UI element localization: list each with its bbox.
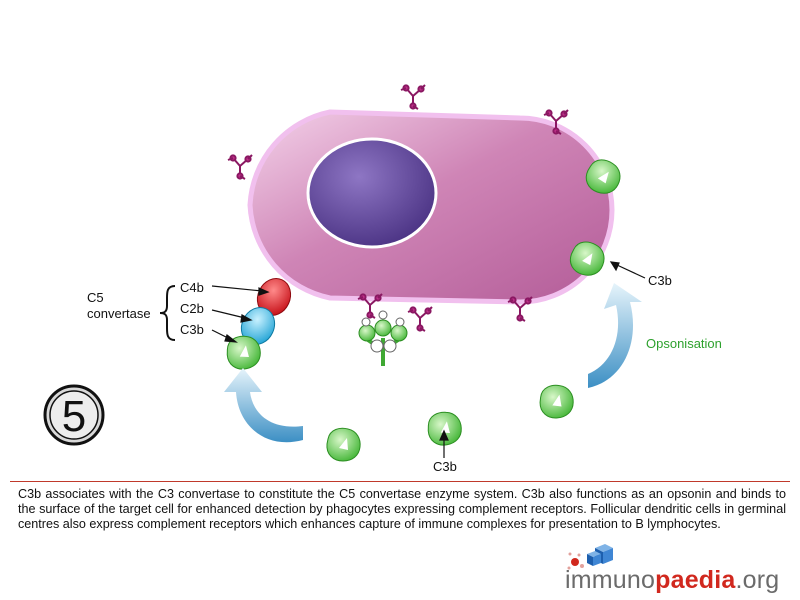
complement-diagram: C4b C2b C3b C5 convertase C3b C3b Opsoni… [43, 84, 722, 474]
arrow-left-curve [224, 368, 303, 443]
label-c4b: C4b [180, 280, 204, 295]
label-c5: C5 [87, 290, 104, 305]
antigen-top [400, 84, 426, 110]
c5-brace [159, 285, 176, 341]
c3b-free-3 [538, 383, 576, 420]
caption-divider [10, 481, 790, 482]
logo-text-immuno: immuno [565, 566, 656, 594]
label-c3b-bottom: C3b [433, 459, 457, 474]
label-convertase: convertase [87, 306, 151, 321]
nucleus [306, 137, 438, 249]
step-number: 5 [62, 392, 86, 441]
label-opsonisation: Opsonisation [646, 336, 722, 351]
c3b-free-2 [424, 409, 465, 449]
logo-text: immunopaedia.org [565, 566, 779, 595]
arrow-right-curve [588, 283, 642, 388]
label-c3b-complex: C3b [180, 322, 204, 337]
complement-receptor [358, 310, 408, 366]
logo-cubes-icon [567, 544, 613, 570]
antigen-bottom-b [407, 306, 433, 332]
label-c2b: C2b [180, 301, 204, 316]
c3b-free-1 [326, 427, 361, 462]
caption-text: C3b associates with the C3 convertase to… [18, 487, 786, 531]
immunopaedia-logo: immunopaedia.org [565, 540, 790, 600]
antigen-left [227, 154, 253, 180]
step-badge: 5 [43, 384, 105, 446]
label-c3b-right: C3b [648, 273, 672, 288]
logo-text-org: .org [735, 566, 780, 594]
logo-text-paedia: paedia [655, 566, 736, 594]
